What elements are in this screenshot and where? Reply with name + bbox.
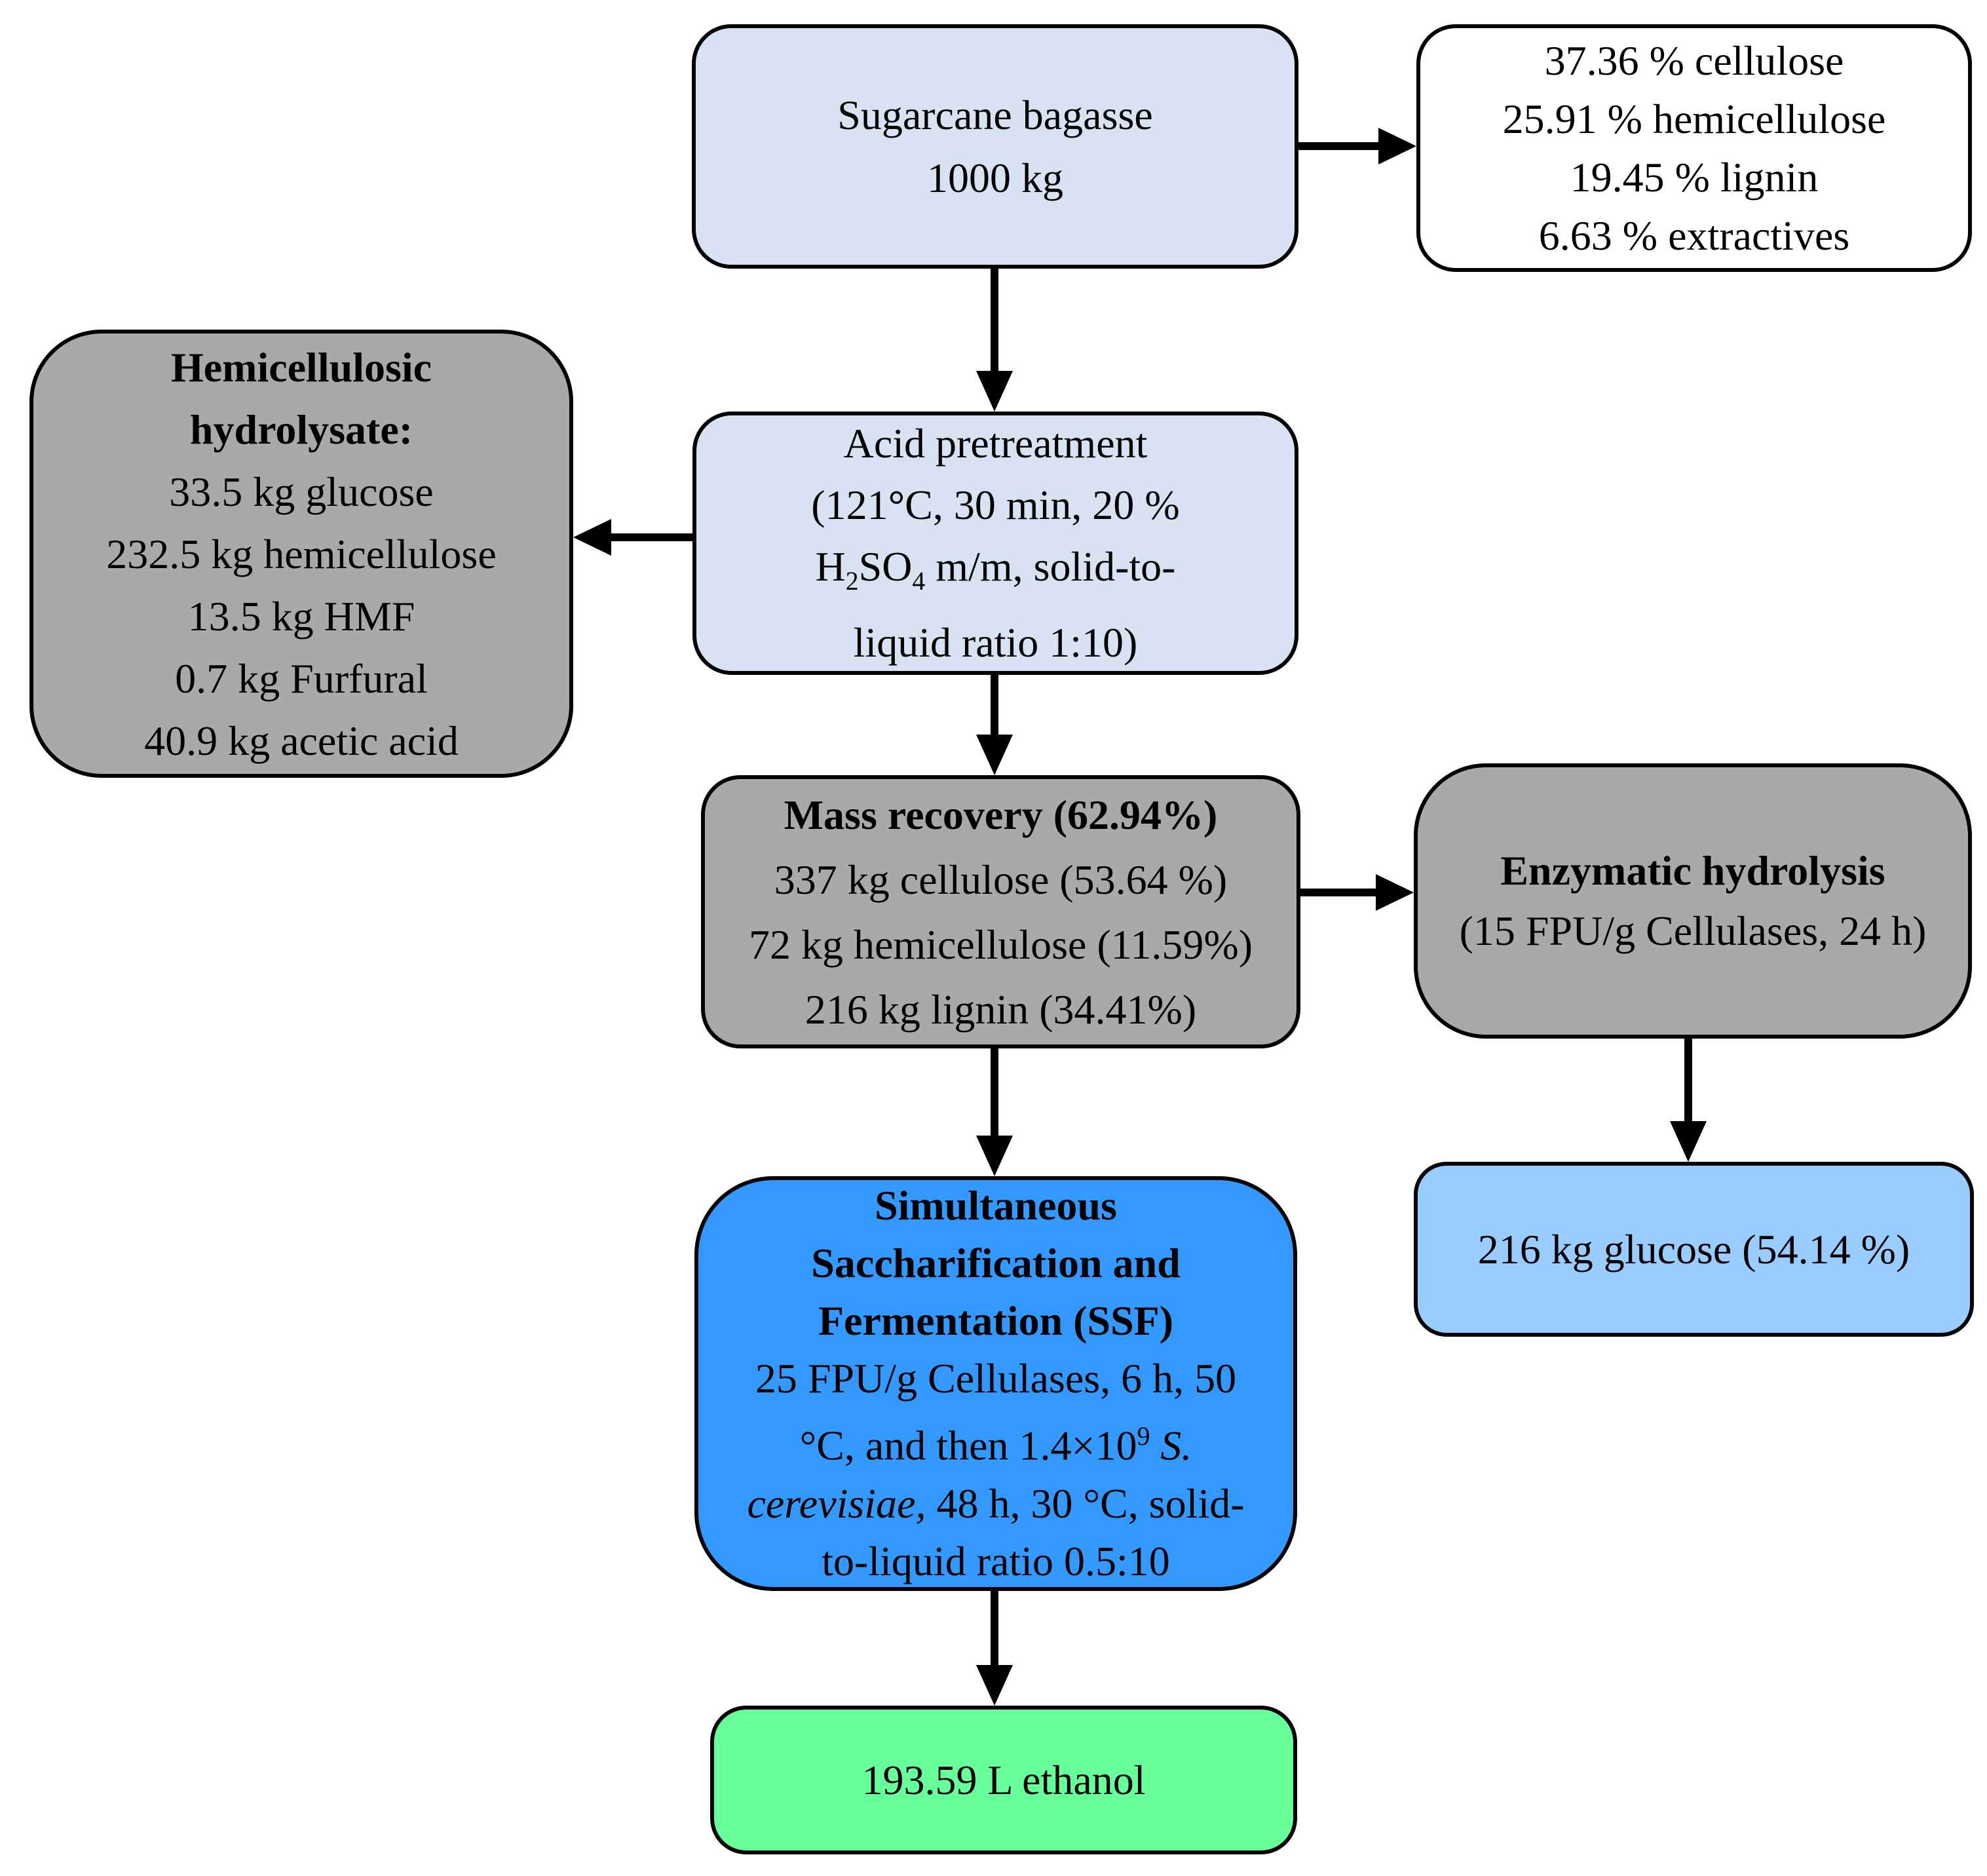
arrowhead-left-icon <box>573 519 611 556</box>
arrowhead-down-icon <box>976 371 1013 412</box>
arrow-shaft <box>991 267 998 375</box>
arrowhead-down-icon <box>976 1665 1013 1706</box>
node-acid-pretreatment: Acid pretreatment(121°C, 30 min, 20 %H2S… <box>692 412 1298 675</box>
node-mass-recovery: Mass recovery (62.94%)337 kg cellulose (… <box>701 775 1300 1048</box>
node-acid-pretreatment-text: Acid pretreatment(121°C, 30 min, 20 %H2S… <box>811 420 1180 666</box>
arrowhead-right-icon <box>1376 874 1414 911</box>
node-mass-recovery-text: Mass recovery (62.94%)337 kg cellulose (… <box>749 791 1253 1033</box>
arrow-shaft <box>1684 1037 1692 1125</box>
node-enzymatic-hydrolysis: Enzymatic hydrolysis(15 FPU/g Cellulases… <box>1414 763 1972 1039</box>
arrow-shaft <box>991 1047 998 1139</box>
arrowhead-down-icon <box>1670 1121 1707 1162</box>
node-glucose: 216 kg glucose (54.14 %) <box>1414 1162 1974 1337</box>
arrow-shaft <box>991 674 998 738</box>
node-ethanol-text: 193.59 L ethanol <box>861 1756 1146 1803</box>
node-ethanol: 193.59 L ethanol <box>710 1706 1297 1854</box>
arrowhead-right-icon <box>1378 128 1416 164</box>
node-glucose-text: 216 kg glucose (54.14 %) <box>1477 1225 1910 1273</box>
arrowhead-down-icon <box>976 1136 1013 1176</box>
arrow-shaft <box>991 1590 998 1669</box>
node-enzymatic-hydrolysis-text: Enzymatic hydrolysis(15 FPU/g Cellulases… <box>1459 847 1927 954</box>
arrowhead-down-icon <box>976 735 1013 775</box>
arrow-shaft <box>1300 889 1380 896</box>
arrow-shaft <box>1298 142 1382 150</box>
arrow-shaft <box>607 533 692 541</box>
